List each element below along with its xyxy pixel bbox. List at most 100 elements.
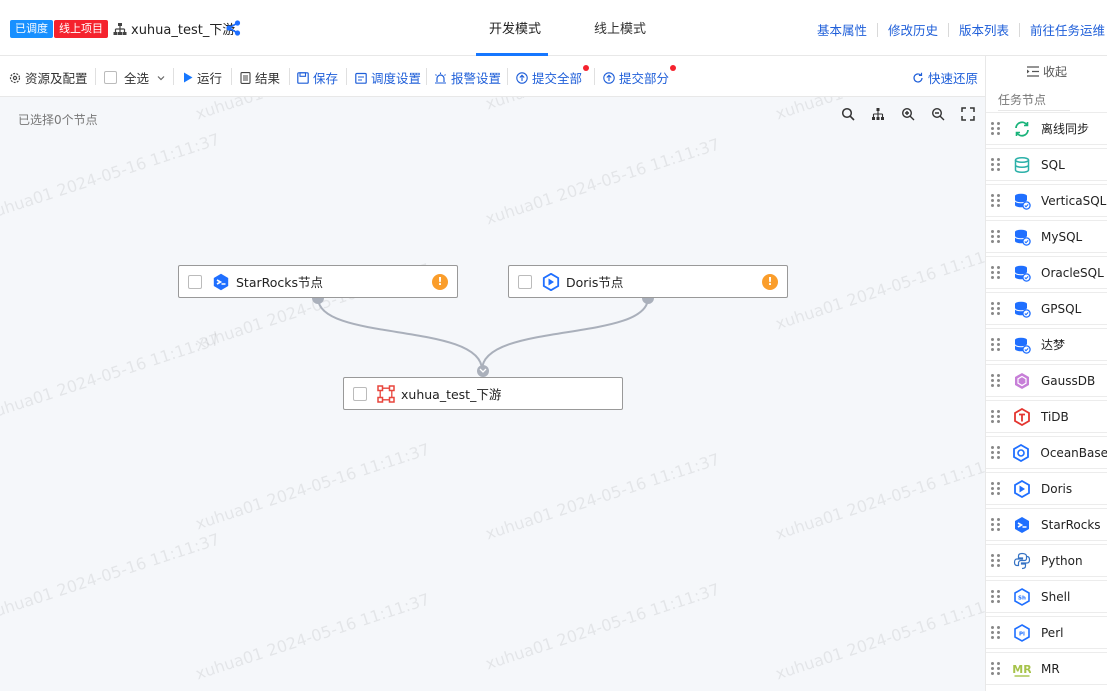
oracle-icon <box>1013 264 1031 282</box>
task-node-item-sql[interactable]: SQL <box>986 148 1107 181</box>
node-checkbox[interactable] <box>188 274 202 289</box>
task-node-item-gaussdb[interactable]: GaussDB <box>986 364 1107 397</box>
upload-circle-icon <box>603 71 615 84</box>
upload-circle-icon <box>516 71 528 84</box>
node-checkbox[interactable] <box>518 274 532 289</box>
tab-dev-mode[interactable]: 开发模式 <box>489 22 542 37</box>
drag-handle-icon[interactable] <box>991 302 1001 315</box>
alarm-settings-button[interactable]: 报警设置 <box>434 68 501 87</box>
drag-handle-icon[interactable] <box>991 662 1001 675</box>
chevron-down-icon <box>479 368 487 373</box>
sync-icon <box>1013 120 1031 138</box>
task-node-item-starrocks[interactable]: StarRocks <box>986 508 1107 541</box>
notification-dot <box>583 65 590 71</box>
workflow-node-icon <box>377 384 395 403</box>
drag-handle-icon[interactable] <box>991 230 1001 243</box>
vertica-icon <box>1013 192 1031 210</box>
chevron-down-icon <box>157 75 165 80</box>
quick-restore-label: 快速还原 <box>928 71 979 86</box>
divider <box>1018 22 1020 37</box>
run-button[interactable]: 运行 <box>183 68 222 87</box>
drag-handle-icon[interactable] <box>991 554 1001 567</box>
gaussdb-icon <box>1013 372 1031 390</box>
drag-handle-icon[interactable] <box>991 374 1001 387</box>
task-node-item-oraclesql[interactable]: OracleSQL <box>986 256 1107 289</box>
drag-handle-icon[interactable] <box>991 518 1001 531</box>
share-icon[interactable] <box>226 20 241 36</box>
toolbar: 资源及配置 全选 运行 结果 保存 调度设置 报警设置 提交全部 提交部分 <box>0 56 985 97</box>
edit-history-link[interactable]: 修改历史 <box>887 23 938 38</box>
save-icon <box>297 71 309 84</box>
warning-icon[interactable]: ! <box>762 274 778 290</box>
tab-online-mode[interactable]: 线上模式 <box>594 22 647 37</box>
drag-handle-icon[interactable] <box>991 590 1001 603</box>
schedule-settings-button[interactable]: 调度设置 <box>355 68 421 87</box>
task-node-item-离线同步[interactable]: 离线同步 <box>986 112 1107 145</box>
drag-handle-icon[interactable] <box>991 266 1001 279</box>
collapse-button[interactable]: 收起 <box>1026 63 1067 80</box>
header-links: 基本属性 修改历史 版本列表 前往任务运维 <box>807 20 1107 39</box>
node-doris[interactable]: Doris节点 ! <box>508 265 788 298</box>
save-button[interactable]: 保存 <box>297 68 338 87</box>
task-node-item-达梦[interactable]: 达梦 <box>986 328 1107 361</box>
task-node-label: TiDB <box>1041 409 1069 424</box>
tidb-icon <box>1013 407 1031 426</box>
submit-all-button[interactable]: 提交全部 <box>516 65 590 87</box>
project-name: xuhua_test_下游 <box>131 23 236 38</box>
task-node-item-doris[interactable]: Doris <box>986 472 1107 505</box>
task-node-item-tidb[interactable]: TiDB <box>986 400 1107 433</box>
save-label: 保存 <box>313 71 339 86</box>
task-node-label: 离线同步 <box>1041 122 1090 136</box>
divider <box>998 110 1070 111</box>
panel-title: 任务节点 <box>998 93 1047 107</box>
layout-tree-icon[interactable] <box>871 107 885 121</box>
task-node-item-mysql[interactable]: MySQL <box>986 220 1107 253</box>
zoom-in-icon[interactable] <box>901 107 915 121</box>
node-downstream[interactable]: xuhua_test_下游 <box>343 377 623 410</box>
scheduled-badge: 已调度 <box>10 20 53 38</box>
task-node-label: GPSQL <box>1041 301 1082 316</box>
search-icon[interactable] <box>841 107 855 121</box>
task-node-item-oceanbase[interactable]: OceanBase <box>986 436 1107 469</box>
workflow-canvas[interactable]: xuhua01 2024-05-16 11:11:37 xuhua01 2024… <box>0 97 985 691</box>
drag-handle-icon[interactable] <box>991 626 1001 639</box>
calendar-icon <box>355 72 367 84</box>
submit-part-button[interactable]: 提交部分 <box>603 65 677 87</box>
resources-config-button[interactable]: 资源及配置 <box>9 68 88 87</box>
shell-icon: Sh <box>1013 587 1031 606</box>
drag-handle-icon[interactable] <box>991 194 1001 207</box>
basic-properties-link[interactable]: 基本属性 <box>816 23 867 38</box>
task-node-item-gpsql[interactable]: GPSQL <box>986 292 1107 325</box>
drag-handle-icon[interactable] <box>991 410 1001 423</box>
zoom-out-icon[interactable] <box>931 107 945 121</box>
drag-handle-icon[interactable] <box>991 158 1001 171</box>
node-label: xuhua_test_下游 <box>401 387 502 402</box>
edge-doris-to-downstream <box>481 297 649 371</box>
drag-handle-icon[interactable] <box>991 446 1000 459</box>
version-list-link[interactable]: 版本列表 <box>958 23 1009 38</box>
top-header: 已调度 线上项目 xuhua_test_下游 开发模式 线上模式 基本属性 修改… <box>0 0 1107 56</box>
drag-handle-icon[interactable] <box>991 482 1001 495</box>
fullscreen-icon[interactable] <box>961 107 975 121</box>
task-node-item-python[interactable]: Python <box>986 544 1107 577</box>
divider <box>426 68 427 85</box>
select-all-dropdown[interactable]: 全选 <box>104 68 166 87</box>
drag-handle-icon[interactable] <box>991 338 1001 351</box>
result-button[interactable]: 结果 <box>240 68 280 87</box>
task-node-label: StarRocks <box>1041 517 1101 532</box>
notification-dot <box>670 65 677 71</box>
gear-icon <box>9 72 21 83</box>
go-task-ops-link[interactable]: 前往任务运维 <box>1029 23 1105 38</box>
selected-count: 已选择0个节点 <box>18 113 98 127</box>
quick-restore-button[interactable]: 快速还原 <box>912 68 978 87</box>
node-checkbox[interactable] <box>353 386 367 401</box>
task-node-item-verticasql[interactable]: VerticaSQL <box>986 184 1107 217</box>
node-starrocks[interactable]: StarRocks节点 ! <box>178 265 458 298</box>
drag-handle-icon[interactable] <box>991 122 1001 135</box>
select-all-checkbox[interactable] <box>104 71 117 84</box>
doris-icon <box>1013 479 1031 498</box>
warning-icon[interactable]: ! <box>432 274 448 290</box>
